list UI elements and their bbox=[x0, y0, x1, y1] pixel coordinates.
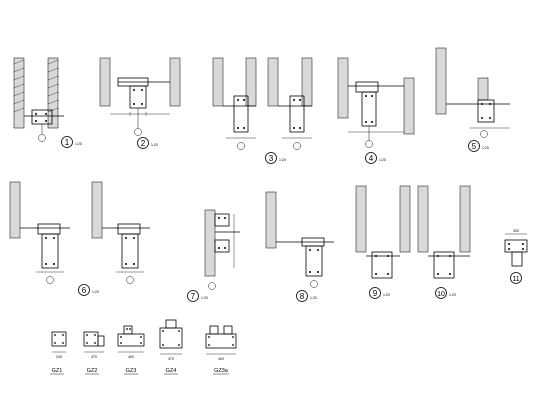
detail-1-wall-hatch bbox=[13, 59, 59, 113]
detail-8: 8 1:20 bbox=[265, 191, 334, 302]
detail-2: 2 1:20 bbox=[99, 57, 181, 149]
detail-1-wall-left bbox=[13, 57, 25, 129]
detail-3-wall-left-b bbox=[267, 57, 279, 107]
detail-4-wall-left bbox=[337, 57, 349, 119]
detail-3-axis-bubble-a bbox=[237, 142, 245, 150]
detail-6-axis-bubble-a bbox=[46, 276, 54, 284]
detail-7-wall bbox=[204, 209, 216, 277]
detail-11-dim-top: 300 bbox=[513, 229, 519, 233]
detail-7-number-circle bbox=[187, 290, 199, 302]
detail-2-number: 2 bbox=[141, 139, 146, 148]
detail-4-scale: 1:20 bbox=[379, 158, 386, 162]
detail-11: 300 11 bbox=[504, 229, 528, 284]
detail-8-number-circle bbox=[296, 290, 308, 302]
detail-3-number: 3 bbox=[269, 154, 274, 163]
detail-5-scale: 1:20 bbox=[482, 146, 489, 150]
detail-5-axis-bubble bbox=[480, 130, 488, 138]
detail-4-axis-bubble bbox=[365, 140, 373, 148]
column-gz3a-dim: 400 bbox=[218, 357, 224, 361]
detail-3-axis-bubble-b bbox=[293, 142, 301, 150]
detail-5-number: 5 bbox=[472, 142, 477, 151]
detail-2-scale: 1:20 bbox=[151, 143, 158, 147]
column-gz3-label: GZ3 bbox=[126, 368, 137, 374]
detail-11-number: 11 bbox=[512, 276, 519, 283]
detail-3-wall-right-b bbox=[301, 57, 313, 107]
detail-1: 1 1:20 bbox=[13, 57, 82, 148]
detail-7: 7 1:20 bbox=[187, 209, 240, 302]
column-gz2-label: GZ2 bbox=[87, 368, 98, 374]
detail-2-wall-right bbox=[169, 57, 181, 107]
detail-6-wall-right bbox=[91, 181, 103, 239]
detail-2-wall-left bbox=[99, 57, 111, 107]
detail-9-wall bbox=[355, 185, 367, 253]
detail-3-scale: 1:20 bbox=[279, 158, 286, 162]
detail-1-number: 1 bbox=[65, 138, 70, 147]
column-gz4-label: GZ4 bbox=[166, 368, 177, 374]
detail-10-number-circle bbox=[435, 287, 447, 299]
detail-2-axis-bubble bbox=[134, 128, 142, 136]
detail-4-number: 4 bbox=[369, 154, 374, 163]
detail-4: 4 1:20 bbox=[337, 57, 415, 164]
detail-5-number-circle bbox=[468, 140, 480, 152]
column-gz4: 370 GZ4 bbox=[159, 319, 183, 375]
detail-2-number-circle bbox=[137, 137, 149, 149]
detail-4-number-circle bbox=[365, 152, 377, 164]
detail-10-wall bbox=[417, 185, 429, 253]
detail-3-number-circle bbox=[265, 152, 277, 164]
detail-10-number: 10 bbox=[437, 291, 445, 298]
detail-9-scale: 1:20 bbox=[383, 293, 390, 297]
detail-4-wall-right bbox=[403, 77, 415, 135]
detail-8-axis-bubble bbox=[310, 280, 318, 288]
detail-6: 6 1:20 bbox=[9, 181, 150, 296]
column-gz1-label: GZ1 bbox=[52, 368, 63, 374]
detail-1-number-circle bbox=[61, 136, 73, 148]
column-gz3a: 400 GZ3a bbox=[205, 325, 237, 375]
detail-11-number-circle bbox=[510, 272, 522, 284]
detail-6-number-circle bbox=[78, 284, 90, 296]
column-gz1: 240 GZ1 bbox=[50, 331, 67, 375]
detail-7-axis-bubble bbox=[208, 282, 216, 290]
detail-1-wall-right bbox=[47, 57, 59, 129]
detail-5-wall bbox=[435, 47, 447, 115]
detail-8-number: 8 bbox=[300, 292, 305, 301]
column-gz2: 370 GZ2 bbox=[83, 331, 105, 375]
detail-3-wall-left-a bbox=[212, 57, 224, 107]
detail-6-number: 6 bbox=[82, 286, 87, 295]
detail-6-scale: 1:20 bbox=[92, 290, 99, 294]
detail-6-axis-bubble-b bbox=[126, 276, 134, 284]
detail-7-number: 7 bbox=[191, 292, 196, 301]
column-gz4-dim: 370 bbox=[168, 357, 174, 361]
column-gz3: 400 GZ3 bbox=[117, 325, 145, 375]
detail-5: 5 1:20 bbox=[435, 47, 510, 152]
column-gz3a-label: GZ3a bbox=[214, 368, 229, 374]
detail-1-scale: 1:20 bbox=[75, 142, 82, 146]
column-gz1-dim: 240 bbox=[56, 355, 62, 359]
detail-9: 9 1:20 bbox=[355, 185, 411, 299]
column-gz3-dim: 400 bbox=[128, 355, 134, 359]
detail-3-wall-right-a bbox=[245, 57, 257, 107]
detail-8-scale: 1:20 bbox=[310, 296, 317, 300]
detail-6-wall-left bbox=[9, 181, 21, 239]
column-gz2-dim: 370 bbox=[91, 355, 97, 359]
detail-1-axis-bubble bbox=[38, 134, 46, 142]
detail-3: 3 1:20 bbox=[212, 57, 313, 164]
detail-8-wall bbox=[265, 191, 277, 249]
detail-10: 10 1:20 bbox=[417, 185, 471, 299]
detail-9-number: 9 bbox=[373, 289, 378, 298]
detail-9-number-circle bbox=[369, 287, 381, 299]
detail-10-scale: 1:20 bbox=[449, 293, 456, 297]
detail-7-scale: 1:20 bbox=[201, 296, 208, 300]
